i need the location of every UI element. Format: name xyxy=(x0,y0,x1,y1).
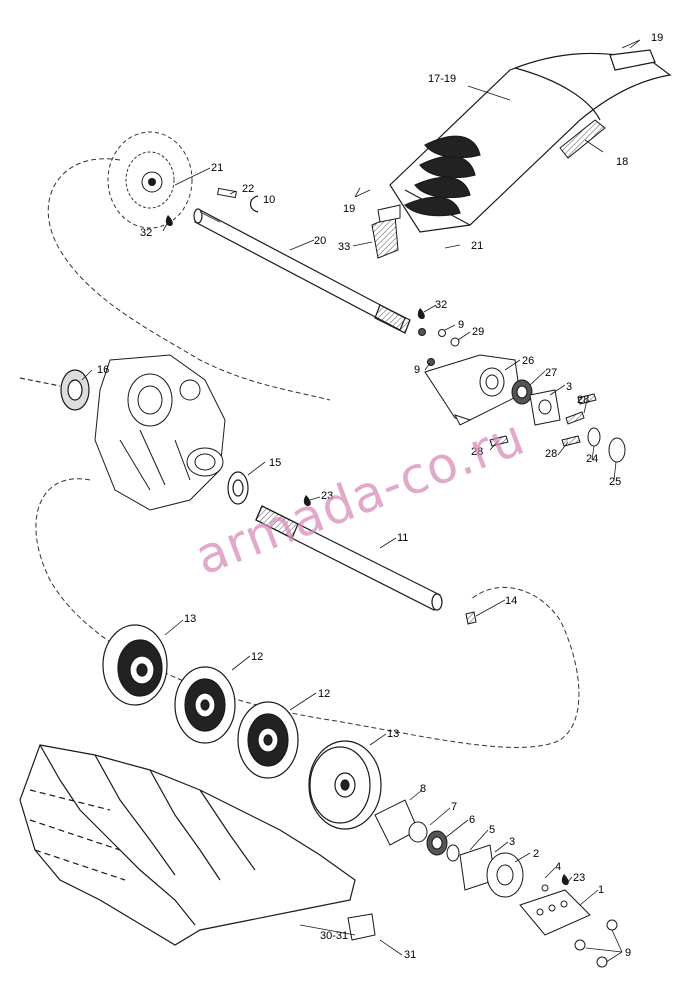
callout-28: 28 xyxy=(471,446,483,458)
countershaft xyxy=(193,208,411,334)
upper-chain-path xyxy=(47,158,331,401)
callout-13: 13 xyxy=(184,613,196,625)
leader-lines xyxy=(81,39,641,963)
grease-drops xyxy=(165,215,569,885)
lower-bearing-housing xyxy=(374,799,591,936)
callout-33: 33 xyxy=(338,241,350,253)
key xyxy=(217,187,237,199)
callout-18: 18 xyxy=(616,156,628,168)
callout-23: 23 xyxy=(573,872,585,884)
callout-27: 27 xyxy=(545,367,557,379)
driven-pulley xyxy=(107,131,193,229)
callout-5: 5 xyxy=(489,824,495,836)
callout-26: 26 xyxy=(522,355,534,367)
callout-21: 21 xyxy=(471,240,483,252)
sprocket-12-b xyxy=(237,701,299,779)
thrust-washer xyxy=(227,471,249,505)
fastener-14 xyxy=(465,611,477,625)
callout-32: 32 xyxy=(435,299,447,311)
callout-17-19: 17-19 xyxy=(428,73,456,85)
upper-bearing-housing xyxy=(424,354,626,463)
callout-28: 28 xyxy=(545,448,557,460)
chaincase-housing xyxy=(94,354,226,511)
callout-25: 25 xyxy=(609,476,621,488)
callout-16: 16 xyxy=(97,364,109,376)
callout-10: 10 xyxy=(263,194,275,206)
callout-31: 31 xyxy=(404,949,416,961)
callout-3: 3 xyxy=(509,836,515,848)
callout-6: 6 xyxy=(469,814,475,826)
sprocket-13-right xyxy=(308,740,382,830)
cover-bracket xyxy=(371,204,401,259)
circlip xyxy=(249,195,259,213)
callout-9: 9 xyxy=(625,947,631,959)
callout-12: 12 xyxy=(251,651,263,663)
callout-22: 22 xyxy=(242,183,254,195)
callout-13: 13 xyxy=(387,728,399,740)
callout-21: 21 xyxy=(211,162,223,174)
callout-23: 23 xyxy=(321,490,333,502)
callout-2: 2 xyxy=(533,848,539,860)
callout-32: 32 xyxy=(140,227,152,239)
drive-axle xyxy=(255,505,443,611)
callout-11: 11 xyxy=(397,532,408,544)
callout-20: 20 xyxy=(314,235,326,247)
callout-29: 29 xyxy=(472,326,484,338)
callout-3: 3 xyxy=(566,381,572,393)
sprocket-13-left xyxy=(102,624,168,706)
sprocket-12-a xyxy=(174,666,236,744)
callout-1: 1 xyxy=(598,884,604,896)
callout-19: 19 xyxy=(343,203,355,215)
lower-chain-path xyxy=(35,478,580,748)
callout-15: 15 xyxy=(269,457,281,469)
callout-30-31: 30-31 xyxy=(320,930,348,942)
callout-4: 4 xyxy=(555,861,561,873)
callout-28: 28 xyxy=(577,394,589,406)
callout-8: 8 xyxy=(420,783,426,795)
drive-track xyxy=(19,744,356,946)
track-clip xyxy=(347,913,376,941)
callout-labels: 19 17-19 18 19 33 21 22 10 21 20 32 32 9… xyxy=(97,32,663,961)
callout-9: 9 xyxy=(414,364,420,376)
nuts-upper xyxy=(418,328,460,366)
nuts-lower xyxy=(541,884,618,968)
callout-7: 7 xyxy=(451,801,457,813)
callout-12: 12 xyxy=(318,688,330,700)
callout-19: 19 xyxy=(651,32,663,44)
bearing-left xyxy=(19,369,90,411)
warning-decal xyxy=(559,119,606,159)
tunnel-cover xyxy=(389,49,672,233)
callout-9: 9 xyxy=(458,319,464,331)
callout-24: 24 xyxy=(586,453,598,465)
callout-14: 14 xyxy=(505,595,517,607)
